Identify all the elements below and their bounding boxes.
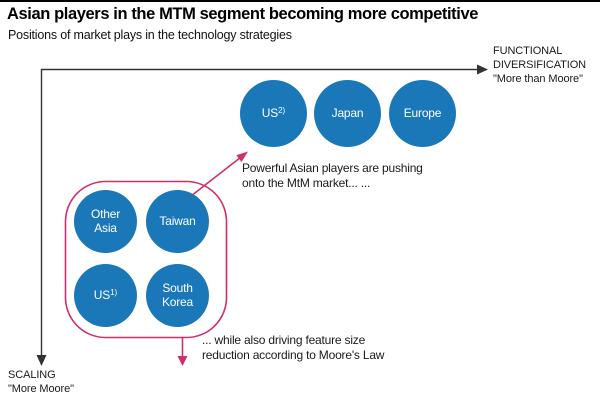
- push-arrow-line: [190, 157, 240, 197]
- bubble-taiwan: Taiwan: [146, 190, 209, 253]
- top-border-rule: [0, 0, 600, 2]
- footnote-marker: 1): [110, 287, 118, 297]
- bubble-south-korea: South Korea: [146, 264, 209, 327]
- bubble-label: Japan: [331, 105, 364, 120]
- y-axis-label: SCALING "More Moore": [8, 369, 74, 396]
- bubble-other-asia: Other Asia: [74, 190, 137, 253]
- annotation-push-mtm: Powerful Asian players are pushing onto …: [242, 161, 423, 190]
- x-axis-label: FUNCTIONAL DIVERSIFICATION "More than Mo…: [493, 45, 587, 86]
- bubble-us-scaling: US1): [74, 264, 137, 327]
- y-axis-arrowhead-icon: [36, 355, 47, 366]
- bubble-label: Europe: [403, 105, 442, 120]
- bubble-label: South Korea: [161, 281, 194, 309]
- scaling-arrow-head-icon: [177, 356, 188, 366]
- x-axis-arrowhead-icon: [477, 64, 488, 75]
- asian-cluster-outline: [64, 180, 228, 339]
- bubble-label: US2): [261, 105, 286, 120]
- bubble-label: Taiwan: [159, 213, 196, 228]
- push-arrow-head-icon: [236, 151, 248, 162]
- bubble-japan: Japan: [314, 80, 381, 147]
- footnote-marker: 2): [278, 105, 286, 115]
- bubble-europe: Europe: [389, 80, 456, 147]
- slide-subtitle: Positions of market plays in the technol…: [8, 28, 292, 42]
- bubble-us-mtm: US2): [240, 80, 307, 147]
- slide-title: Asian players in the MTM segment becomin…: [7, 5, 478, 23]
- bubble-label: US1): [93, 287, 118, 302]
- annotation-moores-law: ... while also driving feature size redu…: [202, 333, 385, 362]
- bubble-label: Other Asia: [90, 207, 120, 235]
